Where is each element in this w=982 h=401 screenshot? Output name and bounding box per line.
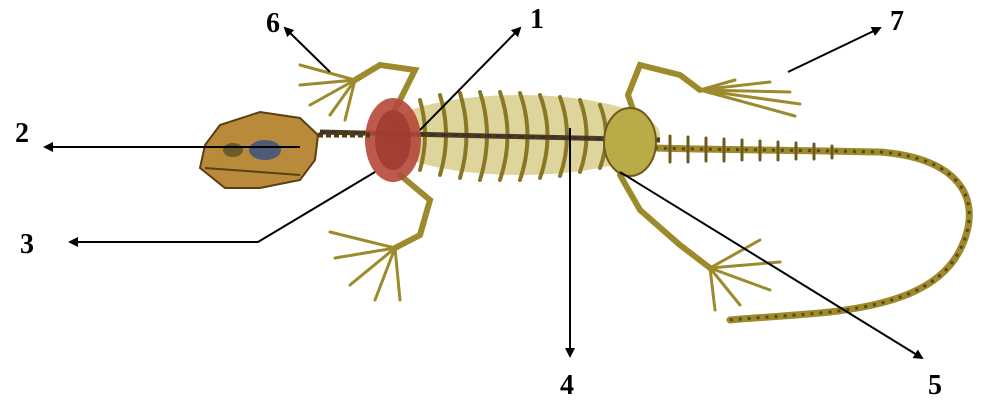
eye-socket-icon: [249, 140, 281, 160]
label-4: 4: [560, 372, 574, 400]
arrow-5: [620, 172, 922, 358]
skull: [200, 112, 318, 188]
pectoral-girdle: [365, 98, 421, 182]
label-5: 5: [928, 372, 942, 400]
hind-limb-upper: [628, 65, 800, 130]
skeleton: [200, 65, 969, 320]
label-3: 3: [20, 231, 34, 259]
tail: [655, 136, 969, 320]
label-6: 6: [266, 10, 280, 38]
arrow-7: [788, 28, 880, 72]
label-2: 2: [15, 120, 29, 148]
fore-limb-lower: [330, 175, 430, 300]
label-7: 7: [890, 8, 904, 36]
hind-limb-lower: [620, 175, 780, 310]
arrow-6: [285, 28, 330, 72]
pelvic-girdle: [604, 108, 656, 176]
annotation-arrows: [45, 28, 922, 358]
label-1: 1: [530, 6, 544, 34]
